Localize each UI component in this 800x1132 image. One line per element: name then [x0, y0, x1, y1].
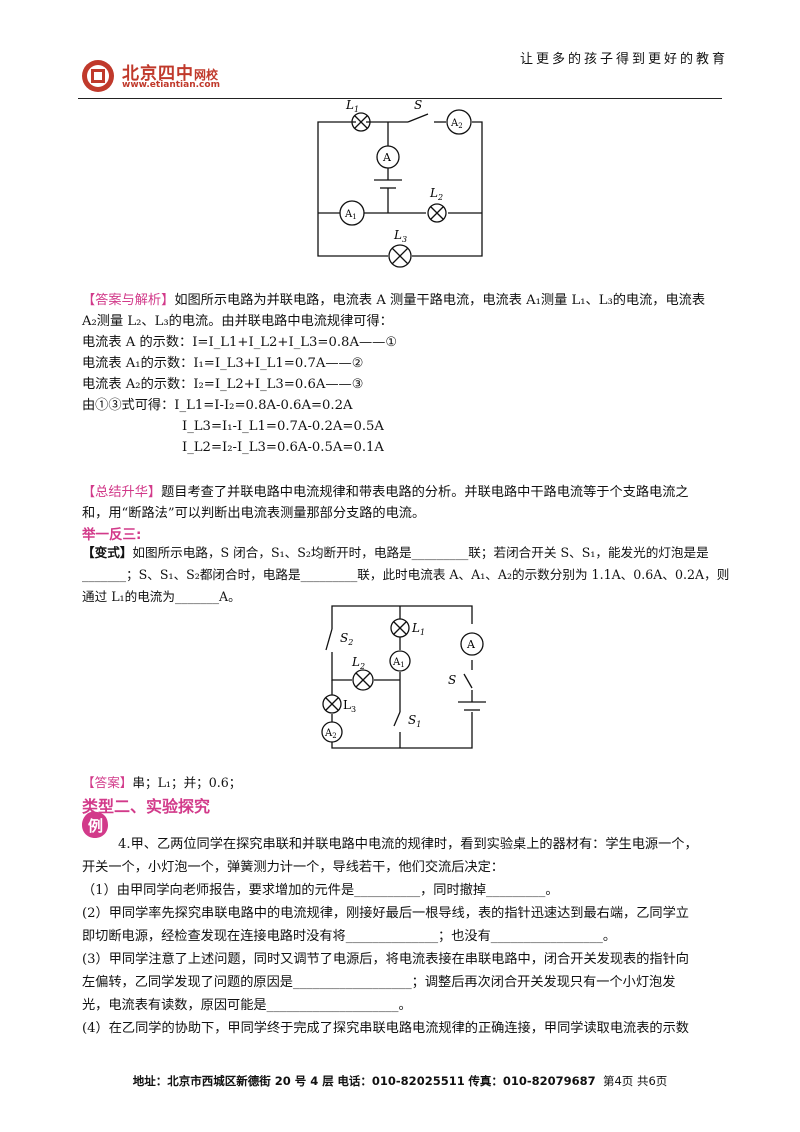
label-S2: S2	[340, 631, 353, 647]
logo-emblem-icon	[82, 60, 114, 92]
label-L1: L1	[345, 100, 359, 114]
example-line7: 左偏转，乙同学发现了问题的原因是__________________；调整后再次…	[82, 975, 676, 990]
label-L3: L3	[343, 698, 356, 714]
meter-A2: A2	[324, 728, 337, 740]
answer1-eq5: I_L3=I₁-I_L1=0.7A-0.2A=0.5A	[182, 419, 384, 434]
answer1-eq1: 电流表 A 的示数：I=I_L1+I_L2+I_L3=0.8A——①	[82, 335, 398, 350]
label-S: S	[414, 100, 422, 112]
meter-A: A	[382, 151, 392, 164]
answer2: 【答案】串；L₁；并；0.6；	[82, 775, 242, 790]
example-line6: (3）甲同学注意了上述问题，同时又调节了电源后，将电流表接在串联电路中，闭合开关…	[82, 952, 689, 967]
label-S1: S1	[408, 713, 421, 729]
example-line4: (2）甲同学率先探究串联电路中的电流规律，刚接好最后一根导线，表的指针迅速达到最…	[82, 906, 689, 921]
example-line8: 光，电流表有读数，原因可能是____________________。	[82, 998, 412, 1013]
meter-A2: A2	[450, 118, 463, 130]
juyi-heading: 举一反三:	[82, 527, 142, 543]
example-line1: 4.甲、乙两位同学在探究串联和并联电路中电流的规律时，看到实验桌上的器材有：学生…	[118, 837, 698, 852]
footer: 地址：北京市西城区新德街 20 号 4 层 电话：010-82025511 传真…	[132, 1074, 668, 1088]
meter-A: A	[466, 638, 476, 651]
svg-text:例: 例	[88, 817, 103, 835]
example-line9: (4）在乙同学的协助下，甲同学终于完成了探究串联电路电流规律的正确连接，甲同学读…	[82, 1021, 689, 1036]
answer1-eq2: 电流表 A₁的示数：I₁=I_L3+I_L1=0.7A——②	[82, 356, 364, 371]
summary-line1: 【总结升华】题目考查了并联电路中电流规律和带表电路的分析。并联电路中干路电流等于…	[82, 485, 689, 500]
logo-name: 北京四中网校	[122, 64, 219, 84]
label-L2: L2	[351, 655, 365, 671]
label-S: S	[448, 673, 456, 687]
variant-line1: 【变式】如图所示电路，S 闭合，S₁、S₂均断开时，电路是_________联；…	[82, 545, 709, 560]
variant-line3: 通过 L₁的电流为_______A。	[82, 589, 241, 604]
answer1-line1: 【答案与解析】如图所示电路为并联电路，电流表 A 测量干路电流，电流表 A₁测量…	[82, 293, 706, 308]
meter-A1: A1	[392, 657, 405, 669]
example-line5: 即切断电源，经检查发现在连接电路时没有将______________；也没有__…	[82, 929, 617, 944]
summary-line2: 和，用“断路法”可以判断出电流表测量那部分支路的电流。	[82, 506, 426, 521]
header-slogan: 让更多的孩子得到更好的教育	[519, 52, 728, 67]
section-heading: 类型二、实验探究	[82, 797, 211, 816]
example-line3: （1）由甲同学向老师报告，要求增加的元件是__________，同时撤掉____…	[82, 883, 559, 898]
answer1-eq6: I_L2=I₂-I_L3=0.6A-0.5A=0.1A	[182, 440, 384, 455]
header-divider	[78, 98, 722, 99]
answer1-eq4: 由①③式可得：I_L1=I-I₂=0.8A-0.6A=0.2A	[82, 398, 353, 413]
label-L2: L2	[429, 186, 443, 202]
example-badge: 例	[80, 810, 110, 840]
example-badge-icon: 例	[82, 810, 108, 838]
logo: 北京四中网校 www.etiantian.com	[80, 58, 240, 94]
label-L1: L1	[411, 621, 425, 637]
variant-line2: _______；S、S₁、S₂都闭合时，电路是_________联，此时电流表 …	[82, 567, 730, 582]
circuit-diagram-1: L1 S L2 L3 A2 A A1	[317, 100, 483, 268]
logo-url: www.etiantian.com	[122, 80, 220, 90]
meter-A1: A1	[344, 209, 357, 221]
circuit-diagram-2: S2 L1 L2 S S1 L3 A1 A A2	[321, 605, 486, 749]
example-line2: 开关一个，小灯泡一个，弹簧测力计一个，导线若干，他们交流后决定：	[82, 860, 504, 875]
answer1-line2: A₂测量 L₂、L₃的电流。由并联电路中电流规律可得：	[82, 314, 393, 329]
label-L3: L3	[393, 228, 407, 244]
answer1-eq3: 电流表 A₂的示数：I₂=I_L2+I_L3=0.6A——③	[82, 377, 364, 392]
